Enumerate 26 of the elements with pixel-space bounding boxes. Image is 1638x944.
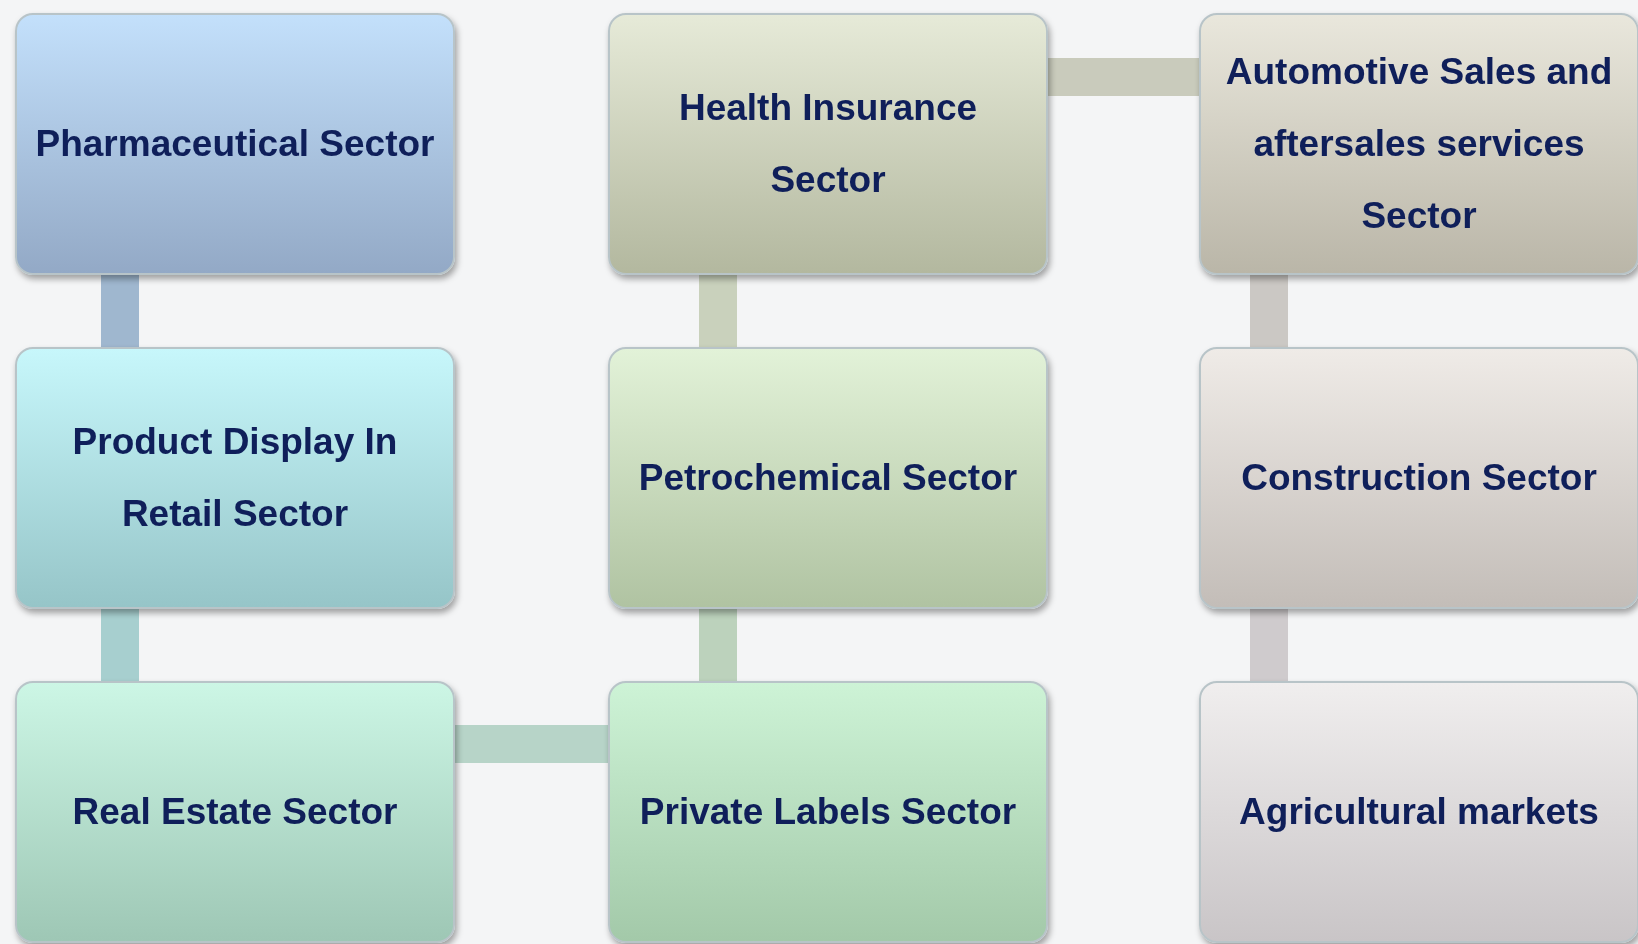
sector-box bbox=[608, 13, 1048, 275]
sector-label: Automotive Sales and aftersales services Sector bbox=[1224, 49, 1614, 239]
sector-box bbox=[15, 347, 455, 609]
connector-bar bbox=[455, 725, 608, 763]
sector-label: Construction Sector bbox=[1241, 455, 1597, 500]
connector-bar bbox=[699, 275, 737, 347]
sector-label: Pharmaceutical Sector bbox=[35, 121, 435, 166]
sector-label: Health Insurance Sector bbox=[677, 85, 979, 202]
connector-bar bbox=[101, 609, 139, 681]
sector-label: Real Estate Sector bbox=[72, 789, 398, 834]
connector-bar bbox=[699, 609, 737, 681]
sector-box bbox=[15, 681, 455, 943]
sector-box bbox=[15, 13, 455, 275]
sector-label: Agricultural markets bbox=[1239, 789, 1599, 834]
sector-box bbox=[608, 347, 1048, 609]
connector-bar bbox=[1250, 275, 1288, 347]
connector-bar bbox=[101, 275, 139, 347]
sector-box bbox=[1199, 681, 1638, 943]
sector-label: Petrochemical Sector bbox=[638, 455, 1018, 500]
sector-box bbox=[1199, 347, 1638, 609]
connector-bar bbox=[1250, 609, 1288, 681]
connector-bar bbox=[1048, 58, 1199, 96]
sector-label: Product Display In Retail Sector bbox=[71, 419, 399, 536]
sector-label: Private Labels Sector bbox=[639, 789, 1017, 834]
sector-box bbox=[1199, 13, 1638, 275]
sector-box bbox=[608, 681, 1048, 943]
